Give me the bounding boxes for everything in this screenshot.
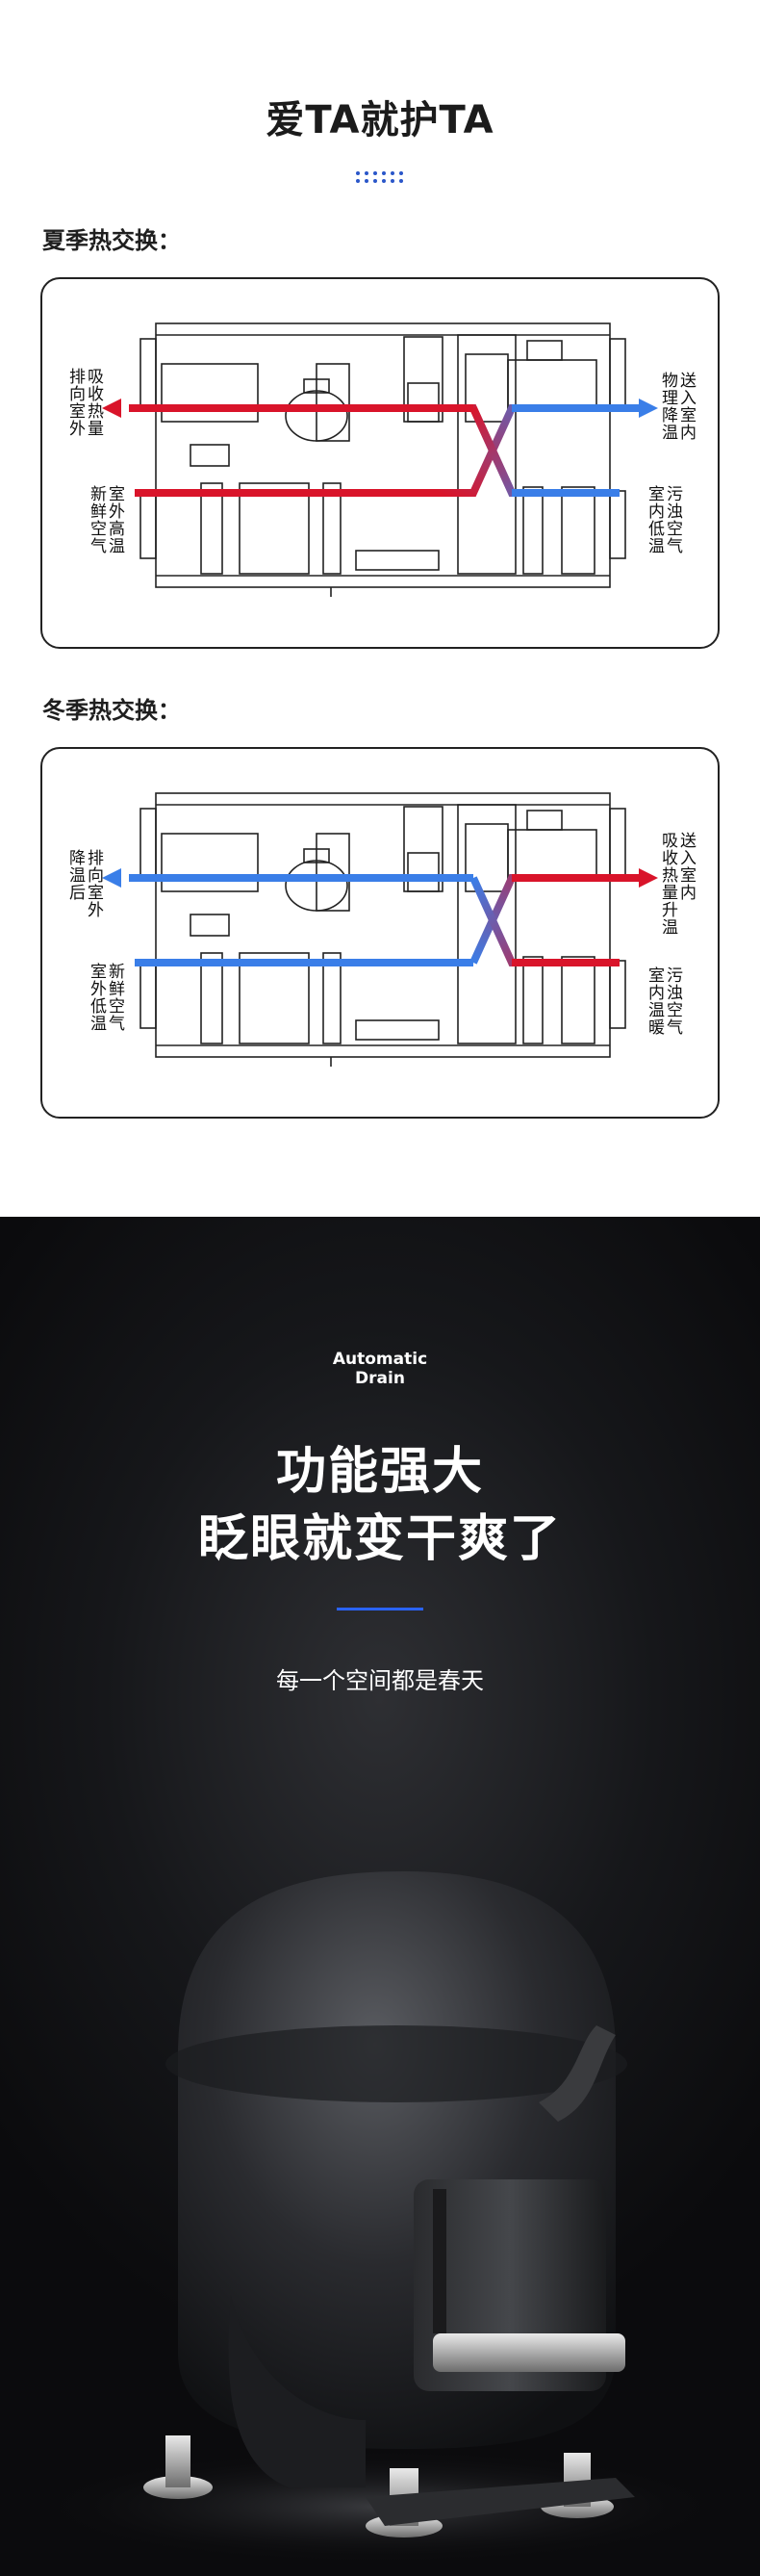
eyebrow-line2: Drain: [355, 1369, 405, 1388]
heat-exchange-section: 爱TA就护TA 夏季热交换：: [0, 0, 760, 1217]
summer-label-right-top: 送入室内物理降温: [658, 372, 696, 441]
winter-diagram: 排向室外降温后 新鲜空气室外低温 送入室内吸收热量升温 污浊空气室内温暖: [40, 747, 720, 1119]
accent-rule: [337, 1608, 423, 1610]
headline-line1: 功能强大: [275, 1443, 484, 1501]
summer-label-left-top: 吸收热量排向室外: [65, 368, 103, 437]
compressor-image: [0, 1756, 760, 2576]
promo-section: Automatic Drain 功能强大 眨眼就变干爽了 每一个空间都是春天: [0, 1217, 760, 2576]
winter-unit-schematic: [102, 792, 658, 1067]
winter-section-label: 冬季热交换：: [42, 697, 181, 724]
winter-label-right-bottom: 污浊空气室内温暖: [645, 966, 682, 1036]
page-title: 爱TA就护TA: [266, 98, 494, 142]
summer-label-left-bottom: 室外高温新鲜空气: [87, 485, 124, 554]
summer-unit-schematic: [102, 322, 658, 597]
headline-line2: 眨眼就变干爽了: [197, 1510, 562, 1568]
winter-label-left-bottom: 新鲜空气室外低温: [87, 963, 124, 1032]
winter-label-left-top: 排向室外降温后: [65, 849, 103, 918]
summer-label-right-bottom: 污浊空气室内低温: [645, 485, 682, 554]
summer-diagram: 吸收热量排向室外 室外高温新鲜空气 送入室内物理降温 污浊空气室内低温: [40, 277, 720, 649]
winter-label-right-top: 送入室内吸收热量升温: [658, 832, 696, 936]
promo-subtitle: 每一个空间都是春天: [276, 1667, 484, 1694]
eyebrow-line1: Automatic: [332, 1350, 428, 1369]
decorative-dots: [355, 169, 405, 185]
summer-section-label: 夏季热交换：: [42, 227, 181, 254]
